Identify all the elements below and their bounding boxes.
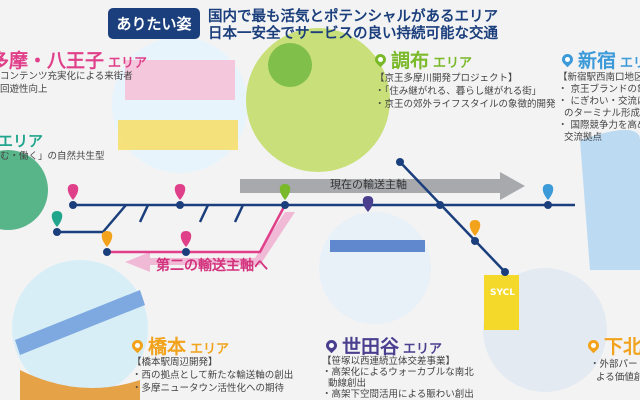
vision-line-2: 日本一安全でサービスの良い持続可能な交通 bbox=[208, 26, 498, 42]
vision-title: 国内で最も活気とポテンシャルがあるエリア 日本一安全でサービスの良い持続可能な交… bbox=[208, 9, 498, 43]
hashimoto-area-title: 橋本エリア bbox=[129, 332, 229, 359]
second-axis-label: 第二の輸送主軸へ bbox=[156, 258, 268, 274]
map-pin-icon bbox=[323, 337, 340, 354]
shinjuku-area-title: 新宿エリア bbox=[559, 46, 640, 73]
current-axis-label: 現在の輸送主軸 bbox=[330, 178, 407, 191]
shimokitazawa-area-title: 下北沢 bbox=[585, 332, 640, 359]
vision-line-1: 国内で最も活気とポテンシャルがあるエリア bbox=[208, 9, 498, 25]
setagaya-illustration bbox=[319, 212, 431, 324]
shinjuku-desc: 【新宿駅西南口地区開・ 京王ブランドの象徴・ にぎわい・交流にあ のターミナル形… bbox=[558, 72, 640, 143]
shimokitazawa-desc: ・外部パートナ よる価値創 bbox=[590, 359, 640, 383]
chofu-desc: 【京王多摩川開発プロジェクト】・「住み継がれる、暮らし継がれる街」・京王の郊外ラ… bbox=[375, 73, 556, 110]
vision-badge: ありたい姿 bbox=[108, 8, 200, 39]
setagaya-area-title: 世田谷エリア bbox=[323, 332, 442, 359]
sycl-sign: SYCL bbox=[490, 288, 515, 298]
map-pin-icon bbox=[585, 337, 602, 354]
hachioji-area-title: 多摩・八王子エリア bbox=[0, 50, 148, 72]
shinjuku-illustration bbox=[580, 130, 640, 270]
hashimoto-desc: 【橋本駅周辺開発】・西の拠点として新たな輸送軸の創出・多摩ニュータウン活性化への… bbox=[132, 357, 294, 394]
current-axis-arrow bbox=[240, 172, 525, 200]
chofu-area-title: 調布エリア bbox=[372, 46, 472, 73]
second-axis-arrow bbox=[125, 212, 295, 272]
hachioji-desc: コンテンツ充実化による来街者回遊性向上 bbox=[0, 71, 133, 95]
tama-illustration bbox=[0, 150, 48, 230]
tama-area-title: エリア bbox=[0, 132, 44, 150]
setagaya-desc: 【笹塚以西連続立体交差事業】・高架化によるウォーカブルな南北 動線創出・高架下空… bbox=[322, 356, 474, 400]
chofu-illustration bbox=[246, 28, 390, 172]
tama-desc: む・働く」の自然共生型 bbox=[0, 151, 105, 162]
map-pin-icon bbox=[372, 51, 389, 68]
map-pin-icon bbox=[129, 337, 146, 354]
station-pins bbox=[51, 184, 554, 247]
map-pin-icon bbox=[559, 51, 576, 68]
